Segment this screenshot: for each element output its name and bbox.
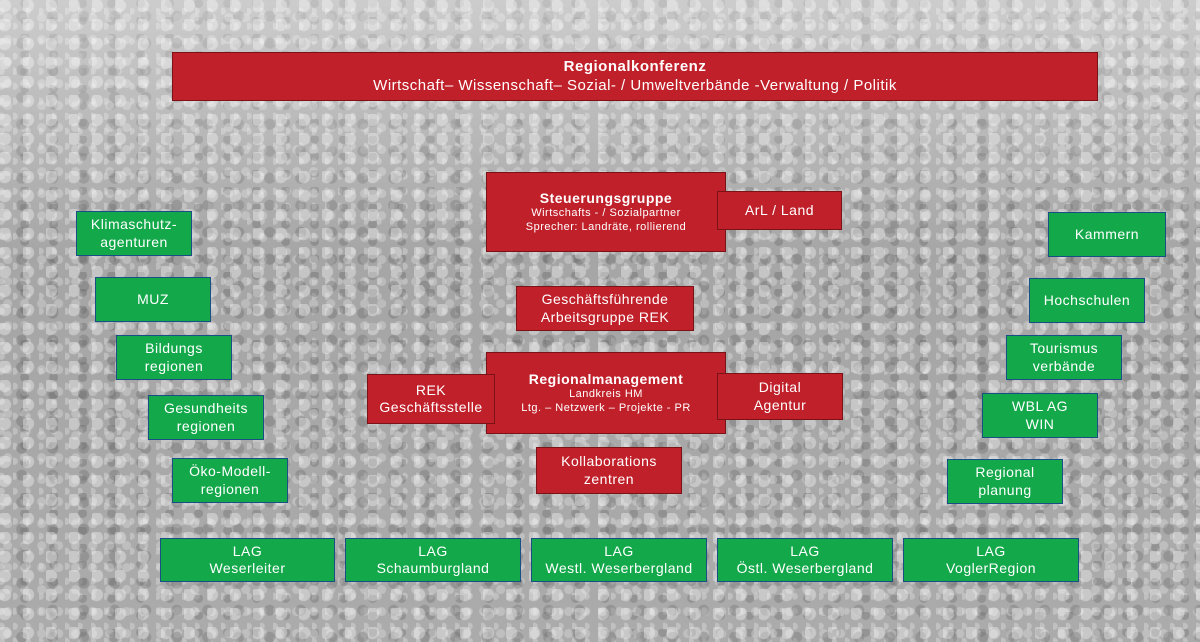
regionalplanung-box: Regional planung — [947, 459, 1063, 504]
steuerungsgruppe-line2: Sprecher: Landräte, rollierend — [525, 220, 687, 233]
digital-line1: Digital — [758, 379, 802, 395]
muz-box: MUZ — [95, 277, 211, 322]
bildungsregionen-box: Bildungs regionen — [116, 335, 232, 380]
kammern-box: Kammern — [1048, 212, 1166, 257]
regional-line2: planung — [978, 481, 1032, 498]
steuerungsgruppe-title: Steuerungsgruppe — [539, 189, 673, 206]
klimaschutz-line1: Klimaschutz- — [90, 216, 178, 232]
bildung-line1: Bildungs — [145, 340, 203, 356]
gesundheitsregionen-box: Gesundheits regionen — [148, 395, 264, 440]
kollab-line1: Kollaborations — [561, 453, 657, 469]
rek-line2: Geschäftsstelle — [379, 399, 483, 415]
digital-agentur-box: Digital Agentur — [717, 373, 843, 420]
lag-voglerregion-box: LAG VoglerRegion — [903, 538, 1079, 582]
rek-line1: REK — [415, 381, 447, 398]
regionalmanagement-line2: Ltg. – Netzwerk – Projekte - PR — [521, 401, 691, 414]
muz-label: MUZ — [137, 290, 169, 307]
kammern-label: Kammern — [1074, 225, 1140, 242]
digital-line2: Agentur — [753, 396, 807, 413]
lag-name: Weserleiter — [209, 560, 286, 576]
hochschulen-box: Hochschulen — [1029, 278, 1145, 323]
bildung-line2: regionen — [144, 357, 204, 374]
lag-westl-weserbergland-box: LAG Westl. Weserbergland — [531, 538, 707, 582]
wbl-line1: WBL AG — [1011, 398, 1069, 414]
lag-label: LAG — [790, 542, 820, 559]
tourismusverbaende-box: Tourismus verbände — [1006, 335, 1122, 380]
steuerungsgruppe-box: Steuerungsgruppe Wirtschafts - / Sozialp… — [486, 172, 726, 252]
arl-land-label: ArL / Land — [744, 201, 815, 218]
geschaeftsfuehrende-line2: Arbeitsgruppe REK — [540, 308, 670, 325]
oeko-line2: regionen — [200, 480, 260, 497]
regionalkonferenz-box: Regionalkonferenz Wirtschaft– Wissenscha… — [172, 52, 1098, 101]
tourismus-line1: Tourismus — [1029, 340, 1099, 356]
lag-label: LAG — [418, 542, 448, 559]
kollaborationszentren-box: Kollaborations zentren — [536, 447, 682, 494]
lag-name: Westl. Weserbergland — [545, 560, 693, 576]
lag-name: VoglerRegion — [945, 560, 1037, 576]
kollab-line2: zentren — [583, 470, 635, 487]
steuerungsgruppe-line1: Wirtschafts - / Sozialpartner — [531, 207, 681, 219]
lag-label: LAG — [604, 542, 634, 559]
klimaschutz-box: Klimaschutz- agenturen — [76, 211, 192, 256]
lag-schaumburgland-box: LAG Schaumburgland — [345, 538, 521, 582]
hochschulen-label: Hochschulen — [1043, 291, 1131, 308]
arl-land-box: ArL / Land — [717, 191, 842, 230]
geschaeftsfuehrende-box: Geschäftsführende Arbeitsgruppe REK — [516, 286, 694, 331]
lag-label: LAG — [976, 542, 1006, 559]
lag-name: Schaumburgland — [376, 560, 490, 576]
gesundheit-line2: regionen — [176, 417, 236, 434]
geschaeftsfuehrende-line1: Geschäftsführende — [541, 291, 669, 307]
oeko-modellregionen-box: Öko-Modell- regionen — [172, 458, 288, 503]
wbl-ag-win-box: WBL AG WIN — [982, 393, 1098, 438]
regionalkonferenz-subtitle: Wirtschaft– Wissenschaft– Sozial- / Umwe… — [373, 76, 897, 94]
regionalkonferenz-title: Regionalkonferenz — [563, 57, 707, 75]
lag-weserleiter-box: LAG Weserleiter — [160, 538, 335, 582]
lag-name: Östl. Weserbergland — [736, 560, 874, 576]
tourismus-line2: verbände — [1032, 357, 1096, 374]
rek-geschaeftsstelle-box: REK Geschäftsstelle — [367, 374, 495, 424]
klimaschutz-line2: agenturen — [100, 233, 168, 250]
regional-line1: Regional — [975, 464, 1035, 480]
gesundheit-line1: Gesundheits — [163, 400, 249, 416]
lag-label: LAG — [232, 542, 263, 559]
regionalmanagement-box: Regionalmanagement Landkreis HM Ltg. – N… — [486, 352, 726, 434]
oeko-line1: Öko-Modell- — [189, 463, 271, 479]
regionalmanagement-title: Regionalmanagement — [528, 370, 684, 387]
regionalmanagement-line1: Landkreis HM — [569, 388, 643, 400]
wbl-line2: WIN — [1025, 415, 1055, 432]
lag-oestl-weserbergland-box: LAG Östl. Weserbergland — [717, 538, 893, 582]
